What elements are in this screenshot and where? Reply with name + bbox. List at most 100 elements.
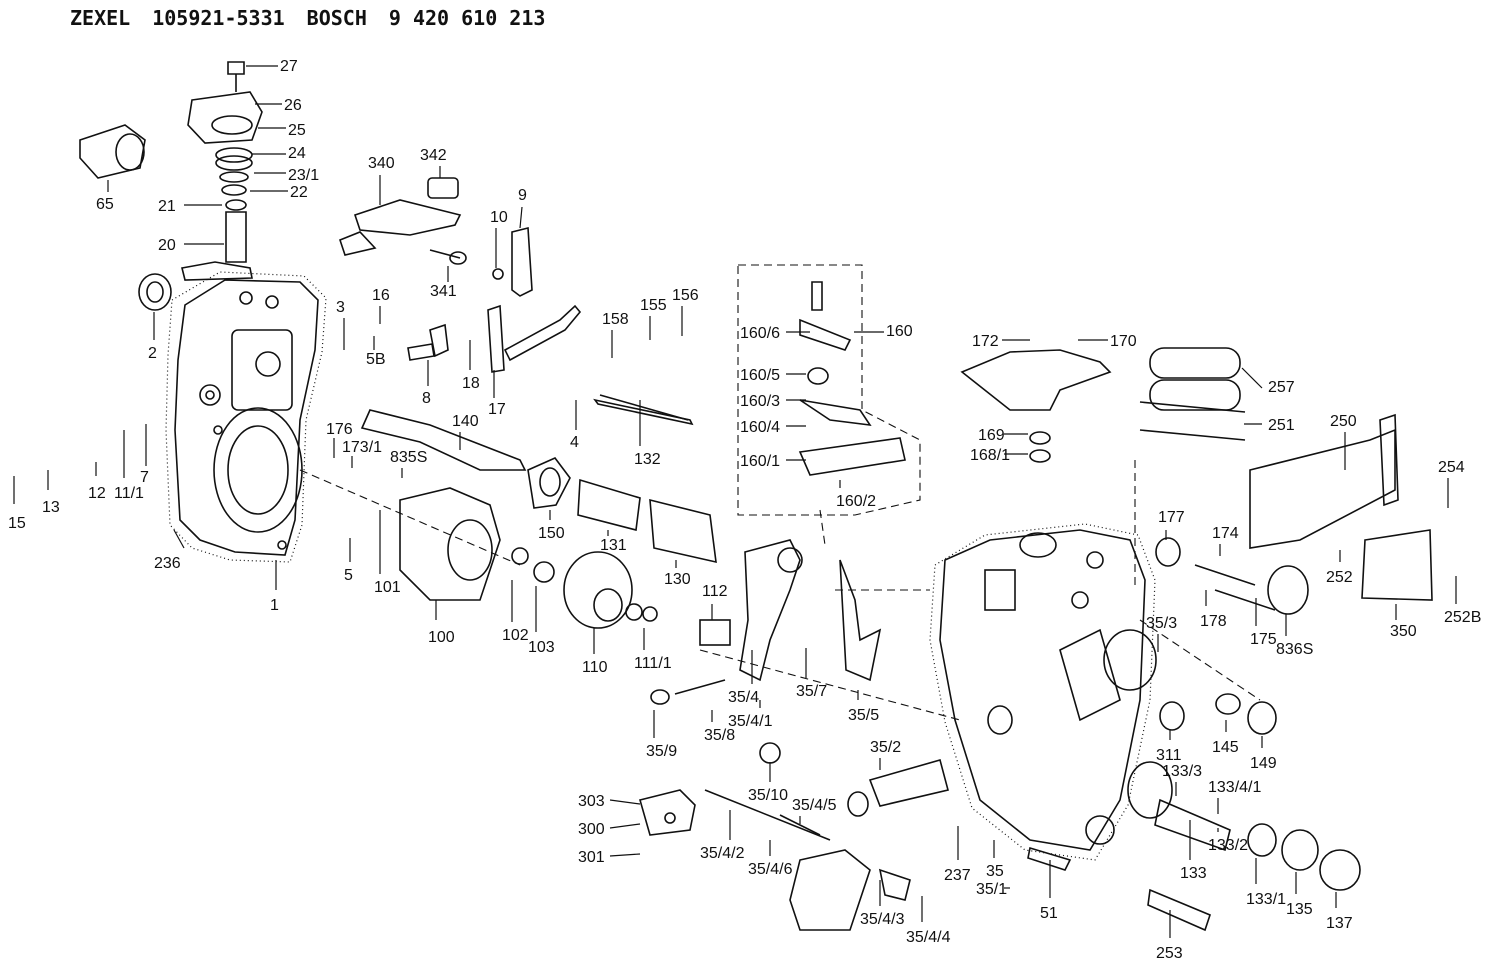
callout-131: 131 bbox=[600, 530, 627, 554]
callout-13: 13 bbox=[42, 470, 60, 516]
part-number-label: 11/1 bbox=[114, 485, 144, 502]
part-number-label: 12 bbox=[88, 485, 106, 502]
callout-160-3: 160/3 bbox=[740, 393, 806, 410]
part-number-label: 133/4/1 bbox=[1208, 779, 1261, 796]
part-number-label: 65 bbox=[96, 196, 114, 213]
part-number-label: 350 bbox=[1390, 623, 1417, 640]
header-make-bosch: BOSCH bbox=[306, 6, 367, 30]
callout-17: 17 bbox=[488, 370, 506, 418]
callout-300: 300 bbox=[578, 821, 641, 838]
callout-8: 8 bbox=[422, 360, 431, 407]
header-part-zexel: 105921-5331 bbox=[152, 6, 285, 30]
callout-5: 5 bbox=[344, 538, 353, 584]
part-number-label: 341 bbox=[430, 283, 457, 300]
part-number-label: 160/5 bbox=[740, 367, 780, 384]
part-number-label: 250 bbox=[1330, 413, 1357, 430]
callout-100: 100 bbox=[428, 600, 455, 646]
callout-25: 25 bbox=[258, 122, 306, 139]
callout-130: 130 bbox=[664, 560, 691, 588]
callout-16: 16 bbox=[372, 287, 390, 324]
part-number-label: 103 bbox=[528, 639, 555, 656]
callout-102: 102 bbox=[502, 580, 529, 644]
callout-35-5: 35/5 bbox=[848, 690, 879, 724]
part-number-label: 254 bbox=[1438, 459, 1465, 476]
part-number-label: 25 bbox=[288, 122, 306, 139]
part-number-label: 35/4/6 bbox=[748, 861, 793, 878]
callout-236: 236 bbox=[154, 529, 185, 572]
part-number-label: 340 bbox=[368, 155, 395, 172]
part-number-label: 27 bbox=[280, 58, 298, 75]
callout-65: 65 bbox=[96, 180, 114, 213]
part-number-label: 35/4/4 bbox=[906, 929, 951, 946]
callout-24: 24 bbox=[252, 145, 306, 162]
leader-line bbox=[609, 853, 641, 857]
callout-9: 9 bbox=[518, 187, 527, 229]
callout-177: 177 bbox=[1158, 509, 1185, 540]
callout-103: 103 bbox=[528, 586, 555, 656]
part-number-label: 35/1 bbox=[976, 881, 1007, 898]
part-number-label: 35/4 bbox=[728, 689, 759, 706]
part-number-label: 112 bbox=[702, 583, 728, 600]
part-number-label: 13 bbox=[42, 499, 60, 516]
part-number-label: 20 bbox=[158, 237, 176, 254]
part-number-label: 176 bbox=[326, 421, 353, 438]
callout-137: 137 bbox=[1326, 892, 1353, 932]
leader-line bbox=[519, 206, 523, 229]
callout-160-1: 160/1 bbox=[740, 453, 806, 470]
part-number-label: 8 bbox=[422, 390, 431, 407]
part-number-label: 17 bbox=[488, 401, 506, 418]
part-number-label: 9 bbox=[518, 187, 527, 204]
part-number-label: 170 bbox=[1110, 333, 1137, 350]
callout-342: 342 bbox=[420, 147, 447, 178]
part-number-label: 175 bbox=[1250, 631, 1277, 648]
part-number-label: 253 bbox=[1156, 945, 1183, 962]
part-number-label: 160/2 bbox=[836, 493, 876, 510]
callout-20: 20 bbox=[158, 237, 224, 254]
callout-250: 250 bbox=[1330, 413, 1357, 470]
part-number-label: 301 bbox=[578, 849, 605, 866]
callout-172: 172 bbox=[972, 333, 1030, 350]
callout-252b: 252B bbox=[1444, 576, 1481, 626]
part-number-label: 252B bbox=[1444, 609, 1481, 626]
callout-168-1: 168/1 bbox=[970, 447, 1028, 464]
part-number-label: 251 bbox=[1268, 417, 1295, 434]
callout-35-7: 35/7 bbox=[796, 648, 827, 700]
callout-35-3: 35/3 bbox=[1146, 615, 1177, 652]
part-number-label: 160/4 bbox=[740, 419, 780, 436]
right-components bbox=[960, 347, 1433, 615]
callout-35-8: 35/8 bbox=[704, 710, 735, 744]
part-number-label: 236 bbox=[154, 555, 181, 572]
part-number-label: 133/2 bbox=[1208, 837, 1248, 854]
callout-340: 340 bbox=[368, 155, 395, 205]
part-number-label: 172 bbox=[972, 333, 999, 350]
part-number-label: 169 bbox=[978, 427, 1005, 444]
callout-2: 2 bbox=[148, 312, 157, 362]
callout-140: 140 bbox=[452, 413, 479, 450]
callout-311: 311 bbox=[1156, 730, 1182, 764]
callout-35-9: 35/9 bbox=[646, 710, 677, 760]
callout-160-6: 160/6 bbox=[740, 325, 810, 342]
callout-254: 254 bbox=[1438, 459, 1465, 508]
part-number-label: 101 bbox=[374, 579, 401, 596]
callout-169: 169 bbox=[978, 427, 1028, 444]
part-number-label: 156 bbox=[672, 287, 699, 304]
callout-301: 301 bbox=[578, 849, 641, 866]
part-number-label: 174 bbox=[1212, 525, 1239, 542]
callout-21: 21 bbox=[158, 198, 222, 215]
callout-35-1: 35/1 bbox=[976, 881, 1010, 898]
part-number-label: 24 bbox=[288, 145, 306, 162]
callout-26: 26 bbox=[255, 97, 302, 114]
callout-35-4: 35/4 bbox=[728, 650, 759, 706]
callout-145: 145 bbox=[1212, 720, 1239, 756]
callout-133-2: 133/2 bbox=[1208, 828, 1248, 854]
header-make-zexel: ZEXEL bbox=[70, 6, 131, 30]
callout-135: 135 bbox=[1286, 872, 1313, 918]
callout-155: 155 bbox=[640, 297, 667, 340]
callout-18: 18 bbox=[462, 340, 480, 392]
part-number-label: 35/4/3 bbox=[860, 911, 905, 928]
callout-22: 22 bbox=[250, 184, 308, 201]
callout-160: 160 bbox=[854, 323, 913, 340]
part-number-label: 835S bbox=[390, 449, 427, 466]
callout-133: 133 bbox=[1180, 820, 1207, 882]
